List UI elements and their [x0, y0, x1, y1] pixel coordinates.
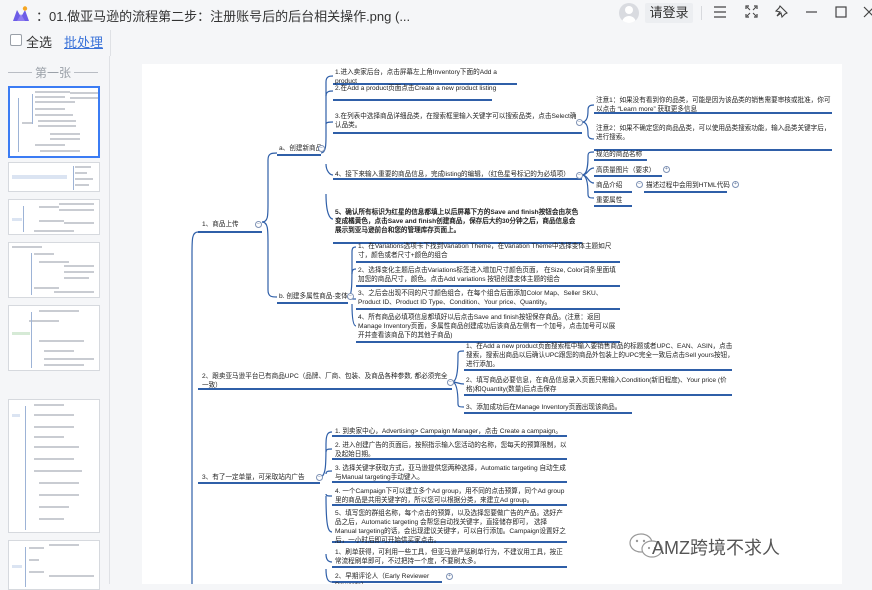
mindmap-node-step: 2、选择变化主题后点击Variations标签进入增加尺寸颜色页面， 在Size… [358, 267, 616, 283]
mindmap-node-step: 1、刷单获得，可利用一些工具，但亚马逊严惩刷单行为，不建议用工具，按正常流程刷单… [335, 549, 563, 565]
batch-process-link[interactable]: 批处理 [64, 35, 104, 50]
mindmap-node-info: 高质量图片（要求） [596, 167, 656, 174]
mindmap-node-step: 4、所有商品必填项信息都填好以后点击Save and finish按钮保存商品。… [358, 314, 616, 339]
mindmap-node-step: 5、确认所有标识为红星的信息都填上以后屏幕下方的Save and finish按… [335, 209, 579, 234]
mindmap-node-step: 1. 到卖家中心，Advertising> Campaign Manager，点… [335, 428, 563, 435]
mindmap-node-step: 1、在Variations选项卡下找到Variation Theme，在Vari… [358, 243, 612, 259]
wechat-icon [629, 533, 663, 558]
mindmap-node-step: 2. 进入创建广告的页面后，按照指示输入您活动的名称，您每天的预算限制，以及起始… [335, 442, 567, 458]
mindmap-node-variation-product: b. 创建多属性商品-变体 [279, 293, 348, 300]
fullscreen-icon[interactable] [742, 4, 760, 22]
collapse-toggle-icon[interactable]: − [255, 221, 262, 228]
thumbnail-5[interactable] [8, 305, 100, 371]
selection-toolbar: 全选 批处理 [0, 28, 110, 56]
group-label: 第一张 [8, 64, 98, 81]
mindmap-node-follow-sell: 2、跟卖亚马逊平台已有商品UPC（品牌、厂商、包装、及商品各种参数, 都必须完全… [202, 373, 448, 389]
thumbnail-sidebar[interactable]: 第一张 [0, 56, 110, 590]
thumbnail-4[interactable] [8, 242, 100, 298]
mindmap-image: 1、商品上传 − a、创建新商品 − 1.进入卖家后台，点击屏幕左上角Inven… [142, 64, 842, 584]
thumbnail-1[interactable] [8, 86, 100, 158]
title-bar: ：01.做亚马逊的流程第二步：注册账号后的后台相关操作.png (... 请登录 [0, 0, 872, 28]
collapse-toggle-icon[interactable]: − [347, 293, 354, 300]
expand-toggle-icon[interactable]: + [732, 181, 739, 188]
mindmap-node-step: 2.在Add a product页面点击Create a new product… [335, 85, 497, 92]
window-title: ：01.做亚马逊的流程第二步：注册账号后的后台相关操作.png (... [36, 9, 411, 24]
mindmap-node-info-child: 描述过程中会用到HTML代码 [646, 182, 730, 189]
maximize-icon[interactable] [832, 4, 850, 22]
thumbnail-3[interactable] [8, 199, 100, 235]
mindmap-connectors [191, 75, 832, 584]
mindmap-node-info: 商品介绍 [596, 182, 623, 189]
mindmap-node-step: 2、填写商品必要信息，在商品信息录入页面只需输入Condition(新旧程度)、… [466, 377, 727, 393]
mindmap-node-info: 重要属性 [596, 197, 623, 204]
mindmap-node-step: 2、早期评论人（Early Reviewer Rewards） [335, 573, 430, 584]
select-all-checkbox[interactable] [10, 34, 22, 46]
minimize-icon[interactable] [802, 4, 820, 22]
collapse-toggle-icon[interactable]: − [576, 172, 583, 179]
mindmap-node-step: 3. 选择关键字获取方式，亚马逊提供您两种选择，Automatic target… [335, 465, 566, 481]
mindmap-node-step: 3、添加成功后在Manage Inventory页面出现该商品。 [466, 404, 622, 411]
close-icon[interactable] [860, 4, 872, 22]
mindmap-node-step: 4. 一个Campaign下可以建立多个Ad group，用不同的点击预算，同个… [335, 488, 565, 504]
mindmap-node-step: 4、接下来输入重要的商品信息，完成listing的编辑，（红色星号标记的为必填项… [335, 171, 570, 178]
collapse-toggle-icon[interactable]: − [316, 474, 323, 481]
collapse-toggle-icon[interactable]: − [636, 181, 643, 188]
mindmap-node-step: 3.在列表中选择商品详细品类，在搜索框里输入关键字可以搜索品类，点击Select… [335, 113, 577, 129]
thumbnail-2[interactable] [8, 162, 100, 192]
expand-toggle-icon[interactable]: + [663, 166, 670, 173]
mindmap-node-create-new-product: a、创建新商品 [279, 145, 323, 152]
collapse-toggle-icon[interactable]: − [447, 379, 454, 386]
mindmap-node-step: 5、填写您的群组名称，每个点击的预算，以及选择您要做广告的产品。选好产品之后，A… [335, 510, 566, 544]
menu-icon[interactable] [711, 4, 729, 22]
expand-toggle-icon[interactable]: + [446, 573, 453, 580]
pin-icon[interactable] [772, 4, 790, 22]
mindmap-node-note: 注意1：如果没有看到你的品类，可能是因为该品类的销售需要审核或批准，你可以点击 … [596, 97, 831, 113]
toolbar-divider [701, 6, 702, 20]
select-all-label[interactable]: 全选 [26, 35, 53, 50]
mindmap-node-ads: 3、有了一定单量，可采取站内广告 [202, 474, 305, 481]
watermark-text: AMZ跨境不求人 [652, 538, 780, 558]
app-logo-icon [13, 6, 29, 21]
avatar[interactable] [619, 3, 639, 23]
mindmap-node-step: 3、之后会出现不同的尺寸颜色组合，在每个组合后面添加Color Map、Sell… [358, 290, 603, 306]
collapse-toggle-icon[interactable]: − [576, 119, 583, 126]
mindmap-node-step: 1、在Add a new product页面搜索框中输入要销售商品的标题或者UP… [466, 343, 734, 368]
mindmap-node-product-upload: 1、商品上传 [202, 221, 239, 228]
login-button[interactable]: 请登录 [645, 3, 693, 23]
mindmap-node-info: 规范的商品名称 [596, 151, 643, 158]
thumbnail-6[interactable] [8, 399, 100, 533]
collapse-toggle-icon[interactable]: − [318, 145, 325, 152]
mindmap-node-note: 注意2：如果不确定您的商品品类，可以使用品类搜索功能，输入品类关键字后，进行搜索… [596, 125, 831, 141]
thumbnail-7[interactable] [8, 540, 100, 590]
divider [110, 30, 111, 56]
mindmap-node-step: 1.进入卖家后台，点击屏幕左上角Inventory下面的Add a produc… [335, 69, 497, 85]
image-viewer[interactable]: 1、商品上传 − a、创建新商品 − 1.进入卖家后台，点击屏幕左上角Inven… [111, 56, 872, 584]
